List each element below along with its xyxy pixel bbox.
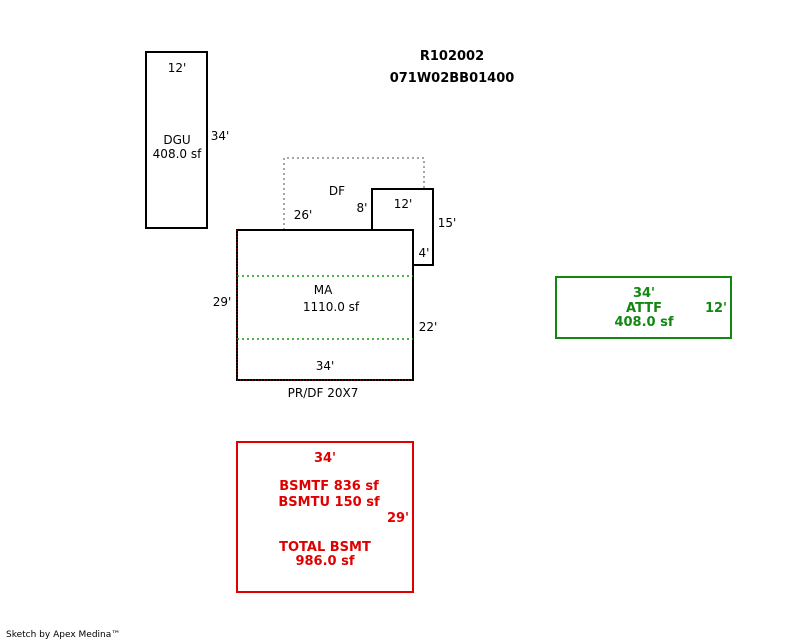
main-bottom-dimension: 34' bbox=[316, 359, 335, 373]
basement-side-dimension: 29' bbox=[387, 511, 409, 526]
basement-outline bbox=[236, 441, 414, 593]
step-small-dimension: 4' bbox=[419, 246, 430, 260]
main-right-dimension: 22' bbox=[419, 320, 438, 334]
map-number: 071W02BB01400 bbox=[390, 71, 515, 86]
dgu-top-dimension: 12' bbox=[168, 61, 187, 75]
dgu-code: DGU bbox=[163, 133, 190, 147]
step-outline bbox=[371, 188, 434, 266]
basement-total-area: 986.0 sf bbox=[295, 554, 354, 569]
attf-side-dimension: 12' bbox=[705, 301, 727, 316]
main-area-size: 1110.0 sf bbox=[303, 300, 360, 314]
sketch-credit: Sketch by Apex Medina™ bbox=[6, 630, 120, 640]
dgu-outline bbox=[145, 51, 208, 229]
step-top-dimension: 12' bbox=[394, 197, 413, 211]
attf-outline bbox=[555, 276, 732, 339]
deck-dotted-outline bbox=[283, 157, 425, 230]
dgu-side-dimension: 34' bbox=[211, 129, 230, 143]
attf-top-dimension: 34' bbox=[633, 286, 655, 301]
dgu-area: 408.0 sf bbox=[153, 147, 202, 161]
step-right-dimension: 15' bbox=[438, 216, 457, 230]
attf-code: ATTF bbox=[626, 301, 662, 316]
main-area-code: MA bbox=[314, 283, 333, 297]
basement-top-dimension: 34' bbox=[314, 451, 336, 466]
basement-total-label: TOTAL BSMT bbox=[279, 540, 371, 555]
porch-deck-label: PR/DF 20X7 bbox=[288, 386, 359, 400]
main-left-dimension: 29' bbox=[213, 295, 232, 309]
basement-finished: BSMTF 836 sf bbox=[279, 479, 379, 494]
deck-code: DF bbox=[329, 184, 345, 198]
deck-left-dimension: 26' bbox=[294, 208, 313, 222]
attf-area: 408.0 sf bbox=[614, 315, 673, 330]
account-number: R102002 bbox=[420, 49, 484, 64]
step-dimension: 8' bbox=[357, 201, 368, 215]
basement-unfinished: BSMTU 150 sf bbox=[278, 495, 380, 510]
